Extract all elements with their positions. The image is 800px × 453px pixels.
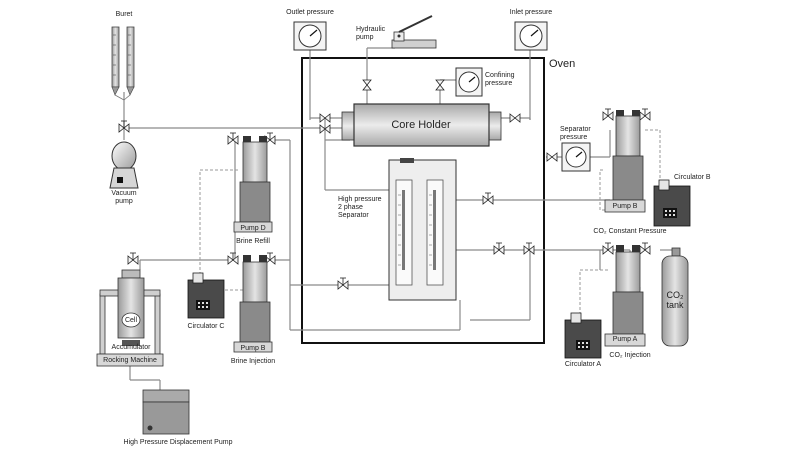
confining-pressure-label: Confining pressure xyxy=(485,72,515,87)
accumulator xyxy=(117,269,145,346)
confining-pressure-gauge xyxy=(455,67,483,97)
valve-stems xyxy=(121,108,648,285)
circulator-a xyxy=(564,312,602,359)
pump-d-label: Pump D xyxy=(240,225,266,232)
circulator-b-label: Circulator B xyxy=(674,174,711,181)
outlet-pressure-gauge xyxy=(293,21,327,51)
co2-injection-label: CO₂ Injection xyxy=(609,352,651,359)
co2-tank-label: CO₂ tank xyxy=(666,290,684,310)
valve-separator xyxy=(546,152,558,162)
circulator-c-label: Circulator C xyxy=(187,323,225,330)
buret-label: Buret xyxy=(115,11,133,18)
pump-b-brine xyxy=(233,255,273,353)
pump-a xyxy=(604,245,646,347)
circulator-a-label: Circulator A xyxy=(564,361,602,368)
valve-outlet-1 xyxy=(319,113,331,123)
separator-pressure-label: Separator pressure xyxy=(560,126,591,141)
high-pressure-separator xyxy=(388,158,457,301)
buret xyxy=(111,26,135,101)
oven-label: Oven xyxy=(549,58,576,70)
pump-d xyxy=(233,136,273,233)
piping xyxy=(123,47,676,390)
separator-pressure-gauge xyxy=(561,142,591,172)
hp-displacement-pump xyxy=(142,389,190,435)
hydraulic-pump-label: Hydraulic pump xyxy=(356,26,386,41)
co2-tank xyxy=(661,247,689,347)
hp-displacement-pump-label: High Pressure Displacement Pump xyxy=(123,439,233,446)
pump-b-right-label: Pump B xyxy=(612,203,638,210)
valve-hydraulic xyxy=(362,79,372,91)
outlet-pressure-label: Outlet pressure xyxy=(286,9,334,16)
hydraulic-pump xyxy=(391,15,437,49)
co2-constant-pressure-label: CO₂ Constant Pressure xyxy=(593,228,667,235)
pump-b-label: Pump B xyxy=(240,345,266,352)
rocking-machine-label: Rocking Machine xyxy=(103,357,157,364)
inlet-pressure-gauge xyxy=(514,21,548,51)
valve-inlet-1 xyxy=(509,113,521,123)
cell-label: Cell xyxy=(124,317,138,324)
core-holder-label: Core Holder xyxy=(391,119,451,131)
circulator-c xyxy=(187,272,225,319)
valve-outlet-2 xyxy=(319,124,331,134)
pump-b-co2 xyxy=(604,110,646,213)
accumulator-label: Accumulator xyxy=(111,344,151,351)
circulator-b xyxy=(653,179,691,227)
pump-a-label: Pump A xyxy=(612,336,638,343)
vacuum-pump-label: Vacuum pump xyxy=(111,190,137,205)
vacuum-pump xyxy=(109,141,139,189)
valve-confining xyxy=(435,79,445,91)
brine-injection-label: Brine Injection xyxy=(230,358,276,365)
core-holder xyxy=(341,103,502,147)
separator-label: High pressure 2 phase Separator xyxy=(338,196,382,219)
brine-refill-label: Brine Refill xyxy=(236,238,270,245)
inlet-pressure-label: Inlet pressure xyxy=(509,9,553,16)
